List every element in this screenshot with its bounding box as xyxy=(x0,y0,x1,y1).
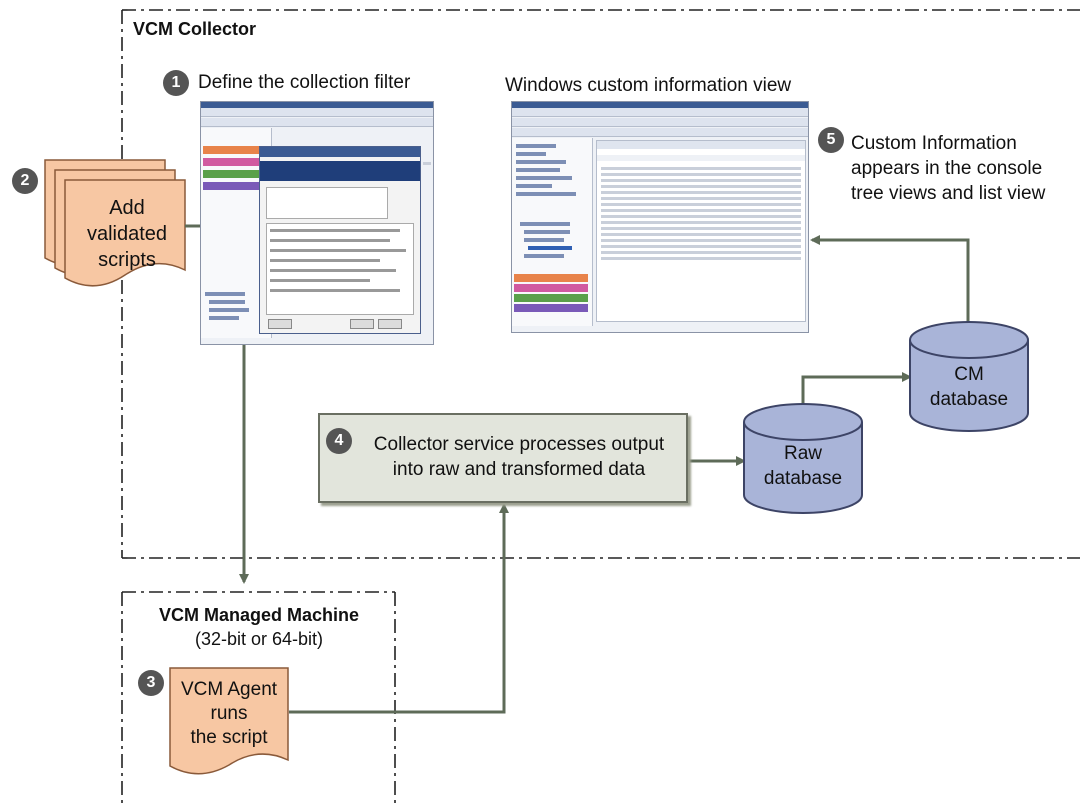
agent-script-icon xyxy=(169,667,289,775)
raw-database-icon xyxy=(743,403,863,514)
windows-view-title: Windows custom information view xyxy=(505,75,792,96)
raw-database-label: Raw database xyxy=(763,443,843,489)
arrow-agent-to-collector xyxy=(289,503,509,714)
cm-database-icon xyxy=(909,321,1029,432)
step-5-badge: 5 xyxy=(818,127,844,153)
collection-filter-screenshot xyxy=(200,101,434,345)
step-2-label: Add validated scripts xyxy=(86,197,168,271)
collector-boundary xyxy=(121,9,1080,559)
arrow-raw-to-cm xyxy=(801,372,912,410)
step-3-label: VCM Agent runs the script xyxy=(180,679,278,748)
collector-title: VCM Collector xyxy=(133,19,257,39)
step-2-badge: 2 xyxy=(12,168,38,194)
cm-database-label: CM database xyxy=(929,364,1009,410)
managed-machine-title: VCM Managed Machine (32-bit or 64-bit) xyxy=(158,605,360,649)
step-1-label: Define the collection filter xyxy=(198,72,411,93)
step-3-badge: 3 xyxy=(138,670,164,696)
stacked-scripts-icon xyxy=(44,159,186,287)
step-1-badge: 1 xyxy=(163,70,189,96)
step-5-label: Custom Information appears in the consol… xyxy=(851,133,1046,204)
managed-machine-boundary xyxy=(121,591,396,805)
custom-information-screenshot xyxy=(511,101,809,333)
filter-dialog xyxy=(259,146,421,334)
collector-service-box xyxy=(318,413,688,503)
step-4-badge: 4 xyxy=(326,428,352,454)
step-4-label: Collector service processes output into … xyxy=(373,434,665,480)
arrow-cm-to-view xyxy=(810,235,970,327)
